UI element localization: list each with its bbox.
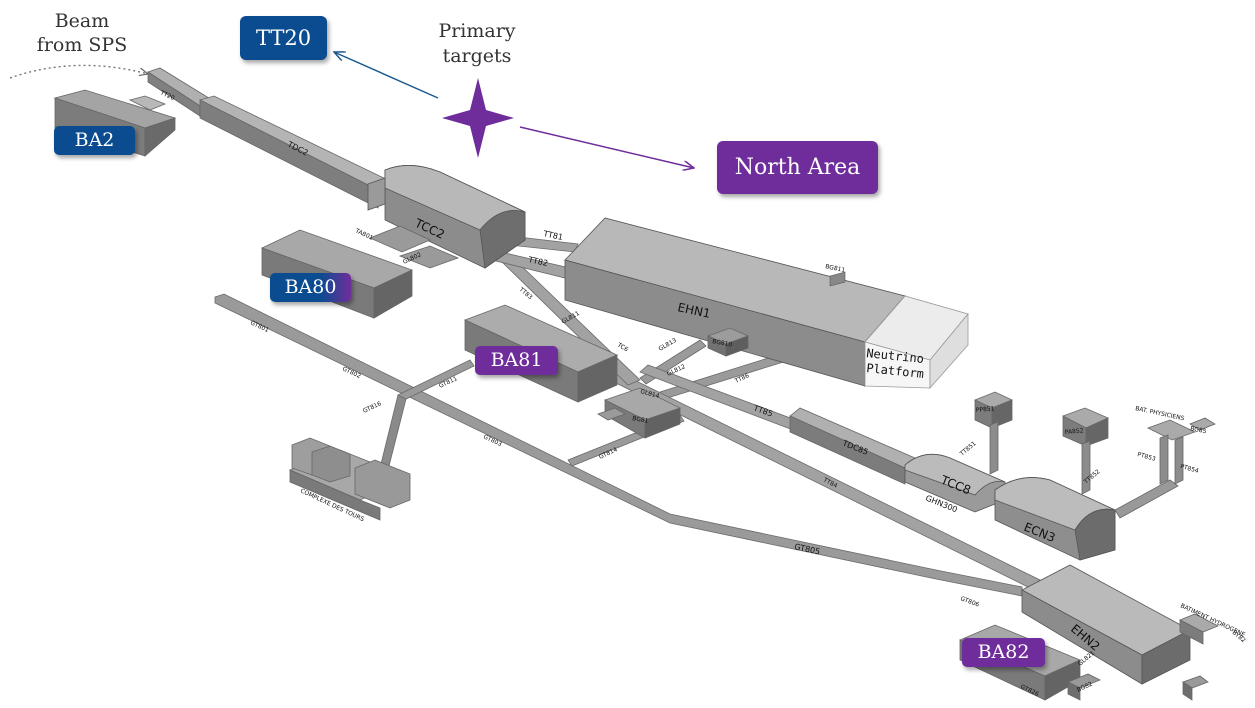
- label-gt816: GT816: [362, 400, 383, 415]
- primary-targets-line1: Primary: [438, 20, 515, 42]
- building-tcc8: [904, 453, 1006, 513]
- shaft-pp851: [973, 391, 1014, 475]
- label-pt854: PT854: [1179, 463, 1199, 475]
- label-tt851: TT851: [958, 440, 978, 458]
- beam-arrow: [9, 64, 148, 79]
- shaft-pa852: [1062, 407, 1109, 495]
- label-bg811: BG811: [825, 263, 846, 274]
- neutrino-platform: [864, 295, 969, 390]
- label-tt82: TT82: [527, 255, 549, 268]
- label-bg85: BG85: [1190, 425, 1208, 435]
- label-pt853: PT853: [1136, 451, 1156, 463]
- label-ehn1: EHN1: [676, 300, 711, 321]
- building-ba80: [260, 225, 460, 319]
- label-bg810: BG810: [712, 338, 733, 348]
- label-gl813: GL813: [658, 337, 678, 353]
- badge-ba80: BA80: [270, 273, 351, 302]
- beam-source-line1: Beam: [55, 10, 110, 32]
- building-by82: [1179, 613, 1219, 701]
- building-bg81: [597, 387, 682, 439]
- label-gl814: GL814: [639, 388, 660, 400]
- badge-ba82: BA82: [962, 638, 1045, 667]
- beam-source-line2: from SPS: [37, 34, 127, 56]
- label-tt81: TT81: [542, 229, 564, 242]
- label-neutrino-platform-line2: Platform: [866, 361, 925, 381]
- label-gt806: GT806: [959, 595, 980, 608]
- primary-targets-line2: targets: [443, 45, 512, 67]
- badge-ba2: BA2: [54, 126, 135, 155]
- label-neutrino-platform-line1: Neutrino: [866, 346, 925, 366]
- building-tcc2: [367, 165, 526, 269]
- arrow-to-tt20: [334, 52, 439, 99]
- label-bg81: BG81: [632, 415, 649, 425]
- label-pa852: PA852: [1065, 427, 1085, 436]
- building-bat-physiciens: [1114, 417, 1216, 519]
- label-gl821: GL821: [1077, 650, 1097, 668]
- badge-north-area: North Area: [717, 141, 878, 194]
- building-complexe-des-tours: [288, 437, 412, 521]
- label-gt805: GT805: [794, 542, 821, 556]
- primary-targets-star-icon: [442, 78, 514, 158]
- label-bat-physiciens: BAT. PHYSICIENS: [1135, 405, 1185, 422]
- label-ta801: TA801: [353, 227, 374, 242]
- arrow-to-north-area: [519, 126, 694, 168]
- label-pp851: PP851: [976, 405, 995, 414]
- badge-tt20: TT20: [240, 16, 327, 60]
- badge-ba81: BA81: [475, 346, 558, 375]
- label-tc6: TC6: [615, 341, 629, 353]
- building-ehn2: [1021, 564, 1191, 685]
- building-bg810: [706, 327, 750, 357]
- building-ecn3: [994, 477, 1116, 561]
